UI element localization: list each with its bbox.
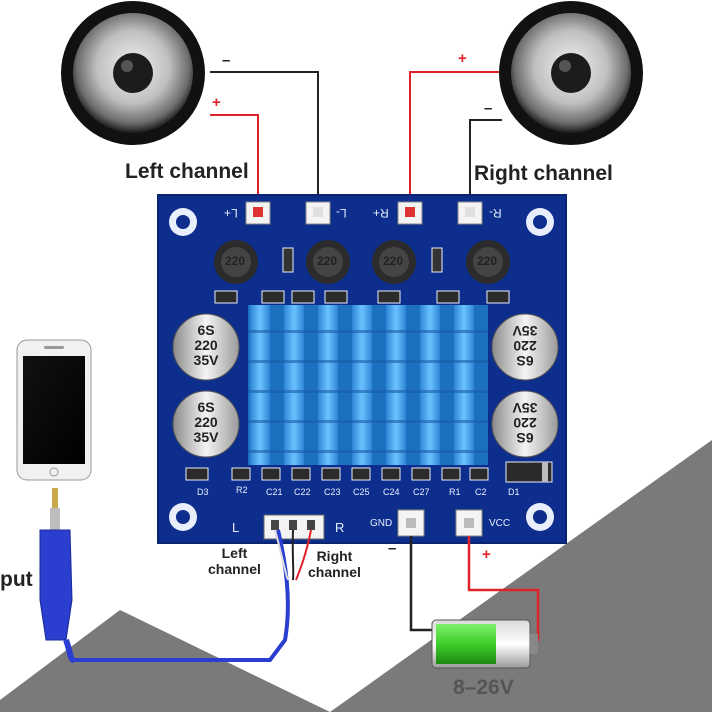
pin-label: GND [370,518,393,529]
capacitor-icon [172,390,240,458]
right-speaker-negative-wire [469,119,502,210]
plus-sign: + [458,50,467,67]
capacitor-label: 6S 220 35V [512,400,538,446]
pin-label: L- [336,206,347,220]
background-shape [330,440,712,712]
capacitor-icon [172,313,240,381]
smd-label: C21 [266,487,283,497]
right-speaker-positive-wire [409,71,502,210]
audio-jack-icon [39,488,75,663]
pin-label: R+ [373,206,389,220]
smd-label: C2 [475,487,487,497]
battery-icon [431,619,538,669]
smd-label: D3 [197,487,209,497]
smd-row [214,290,510,304]
input-wire-white [274,529,289,580]
inductor-icon [306,240,350,284]
terminal-pad-icon [245,201,271,225]
capacitor-label: 6S 220 35V [512,323,538,369]
input-wire-black [291,529,295,581]
mounting-hole-icon [526,208,554,236]
pin-label: VCC [489,518,511,529]
capacitor-label: 6S 220 35V [193,322,219,368]
right-speaker-icon [499,1,643,145]
input-right-channel-label: Right channel [308,548,361,580]
smd-label: C27 [413,487,430,497]
terminal-pad-icon [305,201,331,225]
smd-row [185,467,489,481]
input-label: put [0,568,33,591]
capacitor-label: 6S 220 35V [193,399,219,445]
inductor-value: 220 [477,254,498,268]
gnd-wire [409,536,440,632]
smd-label: C22 [294,487,311,497]
capacitor-icon [491,313,559,381]
smd-label: C24 [383,487,400,497]
minus-sign: – [388,540,397,557]
smd-component-icon [431,247,443,273]
right-channel-label: Right channel [474,162,613,185]
pin-label: R- [489,206,502,220]
inductor-icon [372,240,416,284]
pin-label: L+ [224,206,238,220]
terminal-pad-icon [397,509,425,537]
smd-label: R1 [449,487,461,497]
terminal-pad-icon [455,509,483,537]
input-mark: R [335,520,345,535]
input-wire-red [295,529,312,581]
phone-icon [16,339,92,481]
mounting-hole-icon [526,503,554,531]
left-speaker-positive-wire [210,114,259,210]
inductor-icon [466,240,510,284]
smd-component-icon [282,247,294,273]
mounting-hole-icon [169,208,197,236]
voltage-label: 8–26V [453,676,514,699]
plus-sign: + [212,94,221,111]
diode-icon [505,461,553,483]
minus-sign: – [222,52,231,69]
smd-label: C25 [353,487,370,497]
smd-label: R2 [236,485,248,495]
smd-label: C23 [324,487,341,497]
inductor-icon [214,240,258,284]
mounting-hole-icon [169,503,197,531]
heatsink [248,305,488,465]
smd-label: D1 [508,487,520,497]
inductor-value: 220 [383,254,404,268]
left-speaker-icon [61,1,205,145]
inductor-value: 220 [225,254,246,268]
capacitor-icon [491,390,559,458]
terminal-pad-icon [457,201,483,225]
terminal-pad-icon [397,201,423,225]
input-left-channel-label: Left channel [208,545,261,577]
plus-sign: + [482,546,491,563]
input-mark: L [232,520,240,535]
input-wire-blue [70,529,290,662]
left-channel-label: Left channel [125,160,249,183]
minus-sign: – [484,100,493,117]
inductor-value: 220 [317,254,338,268]
left-speaker-negative-wire [210,71,319,210]
